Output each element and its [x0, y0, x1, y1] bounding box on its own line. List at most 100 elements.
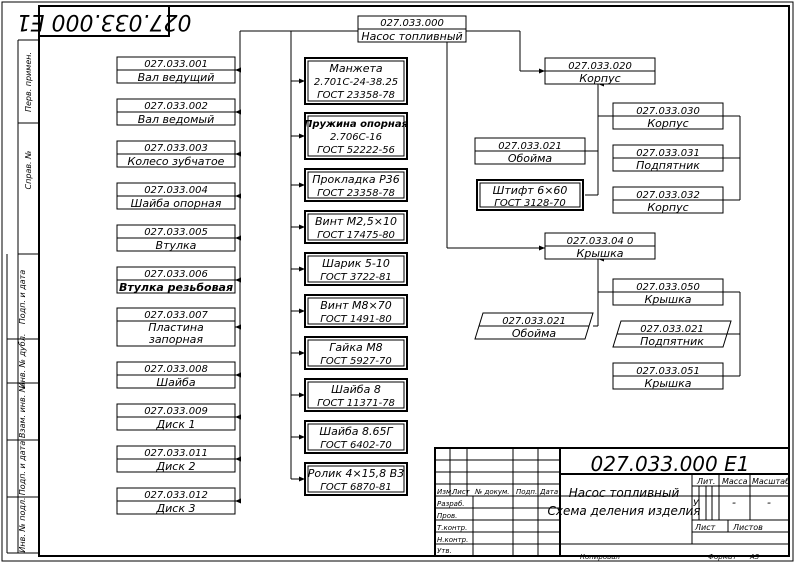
row-label-prov: Пров. [437, 512, 457, 520]
node-code: 027.033.030 [636, 106, 700, 117]
row-label-nkontr: Н.контр. [437, 536, 468, 544]
node-code: 027.033.002 [144, 101, 208, 112]
node-name-line1: Пластина [148, 321, 204, 334]
std-line1: Шайба 8 [331, 383, 381, 396]
node-code: 027.033.021 [640, 324, 704, 335]
node-code: 027.033.021 [502, 316, 566, 327]
node-code: 027.033.005 [144, 227, 208, 238]
std-line1: Пружина опорная [304, 119, 409, 130]
col-header-list: Лист [451, 488, 471, 496]
node-code: 027.033.004 [144, 185, 208, 196]
node-code: 027.033.011 [144, 448, 208, 459]
node-code: 027.033.051 [636, 366, 700, 377]
col-header-doc: № докум. [474, 488, 510, 496]
node-name: Вал ведомый [138, 113, 215, 126]
node-name: Диск 1 [156, 418, 196, 431]
arrow-head [299, 133, 305, 139]
node-code: 027.033.032 [636, 190, 700, 201]
node-code: 027.033.008 [144, 364, 208, 375]
sidebar-label: Подп. и дата [18, 441, 27, 496]
node-code: 027.033.050 [636, 282, 700, 293]
node-name: Подпятник [640, 335, 704, 348]
node-code: 027.033.021 [498, 141, 562, 152]
root-code: 027.033.000 [380, 18, 444, 29]
std-line3: ГОСТ 52222-56 [317, 145, 395, 156]
node-code: 027.033.012 [144, 490, 208, 501]
std-line2: ГОСТ 17475-80 [317, 230, 395, 241]
sheets-label: Листов [732, 523, 763, 532]
node-name: Крышка [645, 293, 692, 306]
std-line1: Винт М2,5×10 [315, 215, 397, 228]
sheet-label: Лист [694, 523, 716, 532]
node-name: Диск 2 [156, 460, 196, 473]
standard-part-node: Шайба 8 ГОСТ 11371-78 [304, 378, 408, 412]
title-block: 027.033.000 Е1 Насос топливный Схема дел… [434, 447, 790, 561]
std-line1: Прокладка Р36 [312, 173, 400, 186]
node-name: Шайба опорная [131, 197, 222, 210]
arrow-head [539, 245, 545, 251]
std-line1: Шарик 5-10 [322, 257, 390, 270]
node-code: 027.033.007 [144, 310, 208, 321]
node-name: Обойма [512, 327, 557, 340]
node-name: Крышка [577, 247, 624, 260]
corner-stamp-code: 027.033.000 Е1 [17, 9, 192, 34]
format-value: А3 [749, 553, 759, 561]
sidebar-label: Инв. № подл. [18, 497, 27, 552]
copied-label: Копировал [580, 553, 621, 561]
std-line1: Гайка М8 [329, 341, 382, 354]
node-name: Шайба [156, 376, 195, 389]
arrow-head [299, 224, 305, 230]
left-sidebar: Перв. примен. Справ. № Подп. и дата Инв.… [6, 39, 39, 554]
std-line1: Шайба 8.65Г [319, 425, 393, 438]
row-label-utv: Утв. [437, 547, 452, 555]
std-line2: ГОСТ 23358-78 [317, 188, 395, 199]
node-name: Корпус [647, 117, 688, 130]
std-line3: ГОСТ 23358-78 [317, 90, 395, 101]
arrow-head [299, 350, 305, 356]
arrow-head [299, 392, 305, 398]
sidebar-label: Справ. № [24, 151, 33, 190]
node-code: 027.033.001 [144, 59, 208, 70]
arrow-head [299, 308, 305, 314]
std-line2: ГОСТ 11371-78 [317, 398, 395, 409]
scale-value: - [767, 496, 771, 509]
sidebar-label: Взам. инв. № [18, 384, 27, 438]
mass-label: Масса [722, 477, 748, 486]
node-code: 027.033.031 [636, 148, 700, 159]
node-name: Корпус [647, 201, 688, 214]
arrow-head [299, 476, 305, 482]
std-line2: 2.706С-16 [330, 132, 382, 143]
node-name: Втулка [156, 239, 197, 252]
node-name: Диск 3 [156, 502, 196, 515]
arrow-head [299, 78, 305, 84]
inner-frame [38, 5, 790, 557]
corner-stamp: 027.033.000 Е1 [17, 5, 192, 37]
row-label-tkontr: Т.контр. [437, 524, 467, 532]
node-name: Вал ведущий [138, 71, 215, 84]
node-name: Колесо зубчатое [128, 155, 225, 168]
node-name: Крышка [645, 377, 692, 390]
korpus-input-line1: Штифт 6×60 [493, 184, 568, 197]
